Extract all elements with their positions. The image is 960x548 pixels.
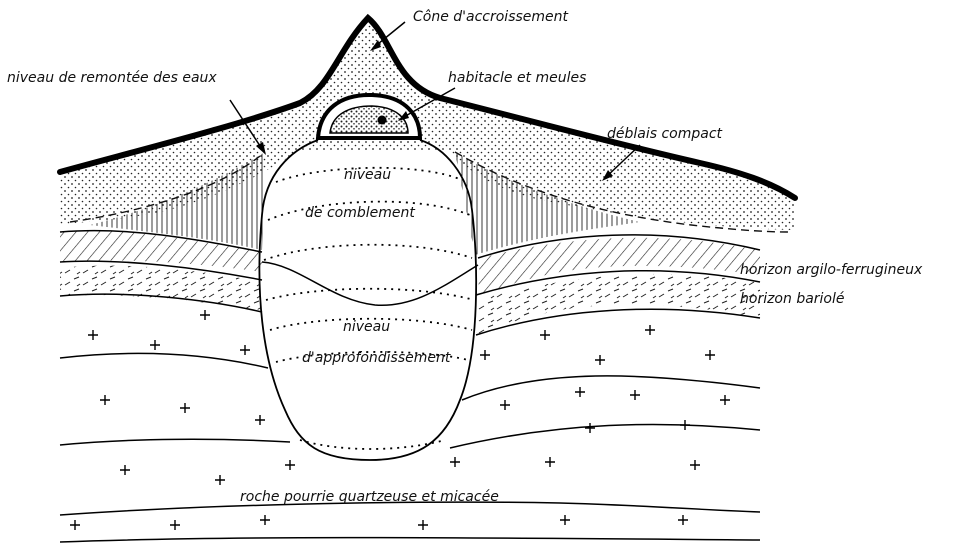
- label-roche: roche pourrie quartzeuse et micacée: [240, 490, 499, 504]
- deblais-compact-layer: [60, 20, 795, 230]
- label-habitacle: habitacle et meules: [448, 71, 586, 85]
- label-water-level: niveau de remontée des eaux: [7, 71, 217, 85]
- label-cone: Cône d'accroissement: [413, 10, 568, 24]
- horizon-bariole-layer-right: [476, 274, 760, 335]
- label-approfondissement: d'approfondissement: [302, 351, 450, 365]
- label-niveau-2: niveau: [343, 320, 390, 334]
- horizon-bariole-layer: [60, 266, 262, 310]
- label-horizon-argilo: horizon argilo-ferrugineux: [740, 263, 922, 277]
- label-comblement: de comblement: [305, 206, 415, 220]
- meule-blob: [378, 116, 387, 125]
- shaft-outline: [259, 140, 476, 460]
- label-horizon-bariole: horizon bariolé: [740, 292, 845, 306]
- water-level-curve: [262, 262, 478, 305]
- label-niveau-1: niveau: [344, 168, 391, 182]
- label-deblais: déblais compact: [607, 127, 722, 141]
